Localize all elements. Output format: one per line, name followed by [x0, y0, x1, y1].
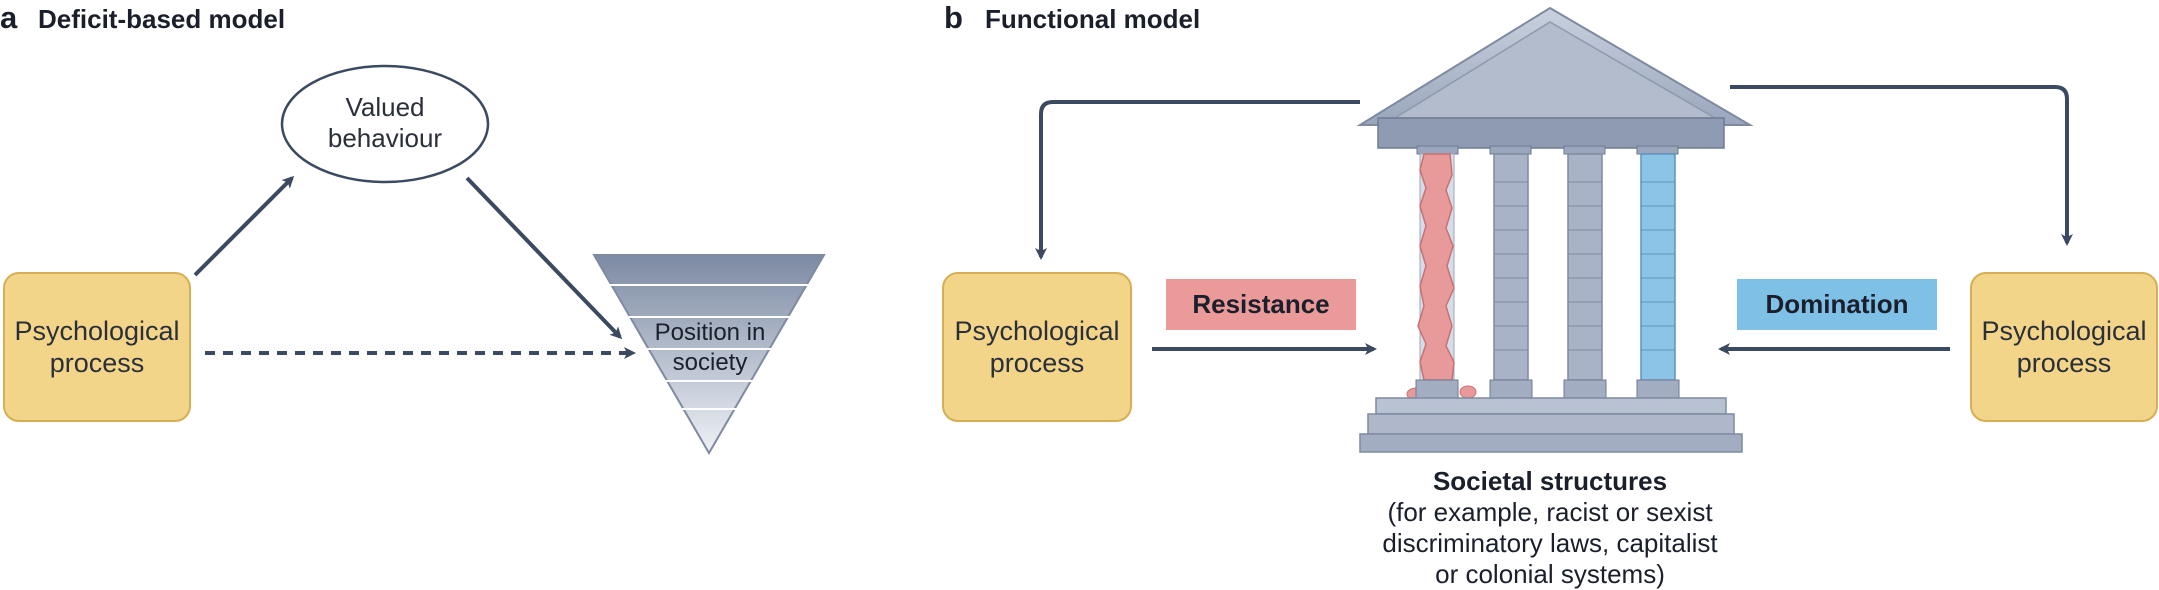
position-line-2: society: [672, 349, 748, 376]
position-in-society-label: Position in society: [630, 318, 790, 378]
position-line-1: Position in: [654, 319, 766, 346]
panel-b-right-process-box: Psychological process: [1970, 272, 2158, 422]
panel-b-title: Functional model: [985, 4, 1201, 34]
panel-a-process-box: Psychological process: [3, 272, 191, 422]
societal-structures-title: Societal structures: [1432, 466, 1668, 496]
panel-b-left-process-box: Psychological process: [942, 272, 1132, 422]
left-process-line-1: Psychological: [954, 316, 1120, 346]
societal-structures-temple: [1356, 6, 1754, 453]
structures-line-3: or colonial systems): [1435, 559, 1665, 589]
arrow-process-to-behaviour: [193, 175, 295, 277]
right-process-line-1: Psychological: [1981, 316, 2147, 346]
structures-line-1: (for example, racist or sexist: [1387, 497, 1713, 527]
arrow-structures-to-right-process: [1730, 85, 2073, 246]
panel-b-letter: b: [944, 0, 963, 35]
valued-behaviour-label: Valued behaviour: [285, 92, 485, 154]
valued-behaviour-ellipse: [280, 64, 490, 184]
valued-behaviour-line-2: behaviour: [327, 123, 443, 153]
structures-line-2: discriminatory laws, capitalist: [1382, 528, 1718, 558]
process-box-line-1: Psychological: [14, 316, 180, 346]
arrow-behaviour-to-position: [465, 176, 623, 340]
process-box-line-2: process: [49, 348, 145, 378]
arrow-structures-to-left-process: [1035, 100, 1360, 260]
resistance-tag: Resistance: [1166, 279, 1356, 330]
left-process-line-2: process: [989, 348, 1085, 378]
society-hierarchy-triangle: [592, 254, 826, 455]
panel-a-letter: a: [0, 0, 18, 35]
panel-a-title: Deficit-based model: [38, 4, 286, 34]
societal-structures-caption: Societal structures (for example, racist…: [1320, 466, 1780, 590]
right-process-line-2: process: [2016, 348, 2112, 378]
valued-behaviour-line-1: Valued: [345, 92, 425, 122]
domination-tag: Domination: [1737, 279, 1937, 330]
